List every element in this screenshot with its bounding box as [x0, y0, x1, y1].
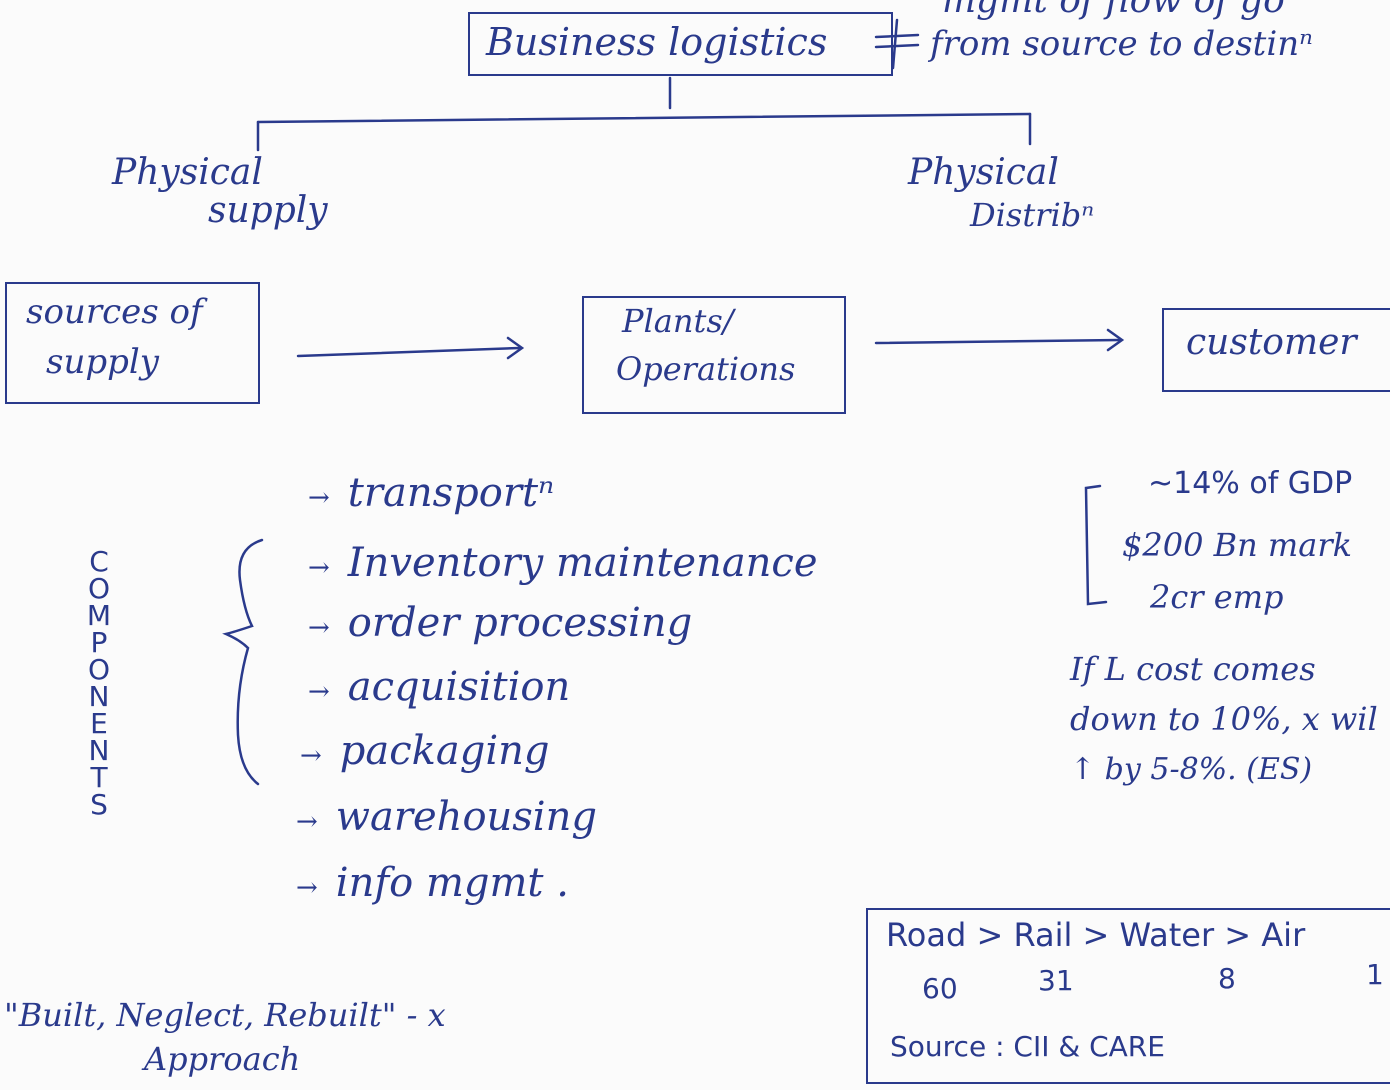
plants-operations-line2: Operations — [616, 350, 796, 388]
title-box — [468, 12, 893, 76]
component-item: → info mgmt . — [296, 860, 569, 906]
branch-physical-supply-line2: supply — [208, 190, 328, 231]
components-letter: S — [90, 788, 108, 821]
component-item-text: info mgmt . — [335, 860, 569, 906]
modal-share-value-air: 1 — [1366, 958, 1384, 991]
components-letter: C — [89, 545, 109, 578]
stat-employment: 2cr emp — [1150, 578, 1284, 616]
title-definition-line1: mgmt of flow of go — [942, 0, 1285, 21]
branch-physical-supply-line1: Physical — [112, 152, 263, 193]
customer-box — [1162, 308, 1390, 392]
customer-text: customer — [1186, 322, 1357, 363]
modal-share-source: Source : CII & CARE — [890, 1030, 1165, 1063]
modal-share-box — [866, 908, 1390, 1084]
note-line3: ↑ by 5-8%. (ES) — [1070, 752, 1313, 787]
component-item: → Inventory maintenance — [308, 540, 818, 586]
sources-of-supply-line2: supply — [46, 342, 159, 382]
stat-gdp: ~14% of GDP — [1148, 466, 1353, 501]
modal-share-value-water: 8 — [1218, 962, 1236, 995]
arrow-icon: → — [308, 677, 330, 707]
note-line1: If L cost comes — [1070, 650, 1316, 688]
stat-market: $200 Bn mark — [1122, 526, 1353, 564]
component-item-text: packaging — [339, 728, 550, 774]
branch-physical-distribution-line2: Distribⁿ — [970, 196, 1095, 234]
components-letter: N — [88, 680, 110, 713]
arrow-icon: → — [308, 553, 330, 583]
arrow-icon: → — [300, 741, 322, 771]
branch-physical-distribution-line1: Physical — [908, 152, 1059, 193]
components-letter: E — [90, 707, 108, 740]
title-definition-line2: from source to destinⁿ — [930, 24, 1313, 64]
component-item: → acquisition — [308, 664, 570, 710]
components-label: C O M P O N E N T S — [84, 545, 114, 821]
modal-share-value-rail: 31 — [1038, 964, 1074, 997]
sources-of-supply-line1: sources of — [26, 292, 203, 332]
component-item-text: order processing — [347, 600, 693, 646]
modal-share-header: Road > Rail > Water > Air — [886, 916, 1306, 954]
components-letter: M — [86, 599, 112, 632]
component-item-text: transportⁿ — [347, 470, 555, 516]
components-letter: O — [87, 653, 111, 686]
components-letter: N — [88, 734, 110, 767]
plants-operations-line1: Plants/ — [622, 302, 734, 340]
components-letter: O — [87, 572, 111, 605]
component-item: → order processing — [308, 600, 692, 646]
sources-of-supply-box — [5, 282, 260, 404]
components-letter: P — [90, 626, 108, 659]
arrow-icon: → — [308, 613, 330, 643]
component-item-text: warehousing — [335, 794, 597, 840]
components-letter: T — [90, 761, 108, 794]
component-item: → transportⁿ — [308, 470, 554, 516]
component-item: → warehousing — [296, 794, 597, 840]
arrow-icon: → — [296, 807, 318, 837]
modal-share-value-road: 60 — [922, 972, 958, 1005]
quote-line2: Approach — [144, 1040, 301, 1078]
title-text: Business logistics — [486, 20, 828, 64]
arrow-icon: → — [296, 873, 318, 903]
arrow-icon: → — [308, 483, 330, 513]
note-line2: down to 10%, x wil — [1070, 700, 1378, 738]
component-item-text: acquisition — [347, 664, 571, 710]
quote-line1: "Built, Neglect, Rebuilt" - x — [4, 996, 446, 1034]
component-item: → packaging — [300, 728, 550, 774]
plants-operations-box — [582, 296, 846, 414]
component-item-text: Inventory maintenance — [347, 540, 818, 586]
